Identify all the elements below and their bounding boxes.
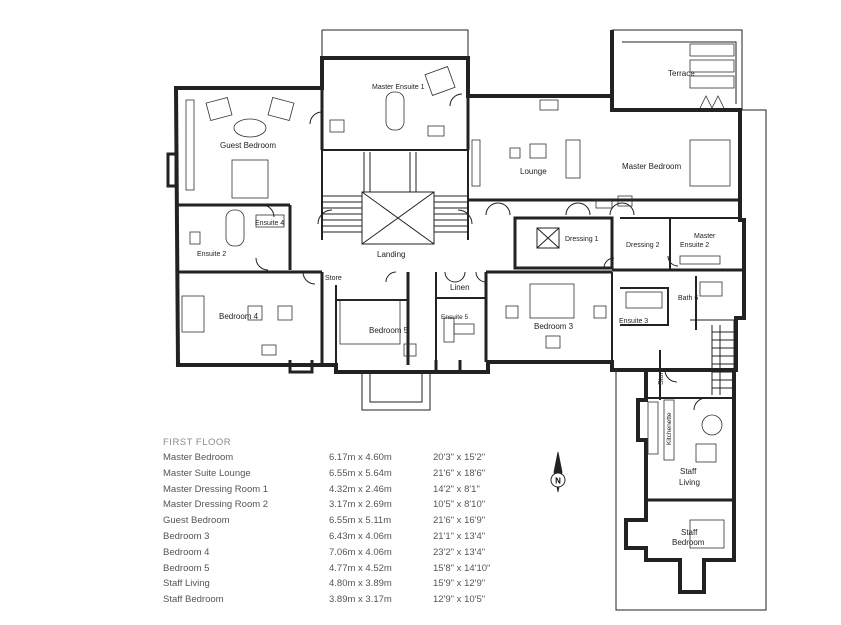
room-label-staff-bedroom-line1: Staff xyxy=(681,528,698,537)
room-name: Bedroom 3 xyxy=(163,530,210,542)
room-metric: 3.17m x 2.69m xyxy=(329,499,392,511)
room-label-master-ensuite-1: Master Ensuite 1 xyxy=(372,84,425,91)
room-name: Master Bedroom xyxy=(163,452,234,463)
room-label-dressing-1: Dressing 1 xyxy=(565,236,599,243)
room-metric: 6.43m x 4.06m xyxy=(329,530,392,542)
room-name: Guest Bedroom xyxy=(163,515,230,527)
schedule-row: Master Bedroom 6.17m x 4.60m 20'3" x 15'2" xyxy=(163,452,503,468)
compass-label: N xyxy=(555,477,561,486)
room-labels: Master Ensuite 1 Terrace Guest Bedroom L… xyxy=(197,69,716,547)
room-imperial: 14'2" x 8'1" xyxy=(433,483,480,495)
room-label-ensuite-5: Ensuite 5 xyxy=(441,314,468,321)
room-imperial: 21'6" x 18'6" xyxy=(433,467,486,479)
room-imperial: 21'6" x 16'9" xyxy=(433,515,486,527)
room-name: Staff Bedroom xyxy=(163,594,224,606)
room-imperial: 23'2" x 13'4" xyxy=(433,546,486,558)
room-label-landing: Landing xyxy=(377,250,405,259)
room-label-staff-living-line1: Staff xyxy=(680,467,697,476)
plan-outlines xyxy=(166,29,767,611)
schedule-row: Master Dressing Room 2 3.17m x 2.69m 10'5"… xyxy=(163,499,503,515)
room-label-master-ensuite-2-line2: Ensuite 2 xyxy=(680,242,709,249)
room-imperial: 12'9" x 10'5" xyxy=(433,594,486,606)
room-name: Master Dressing Room 1 xyxy=(163,483,269,495)
room-label-guest-bedroom: Guest Bedroom xyxy=(220,141,276,150)
room-label-master-ensuite-2-line1: Master xyxy=(694,233,716,240)
room-metric: 6.55m x 5.11m xyxy=(329,515,392,527)
schedule-row: Bedroom 5 4.77m x 4.52m 15'8" x 14'10" xyxy=(163,563,503,579)
room-label-bedroom-3: Bedroom 3 xyxy=(534,322,574,331)
room-label-master-bedroom: Master Bedroom xyxy=(622,162,681,171)
schedule-row: Staff Bedroom 3.89m x 3.17m 12'9" x 10'5" xyxy=(163,594,503,610)
room-label-ensuite-3: Ensuite 3 xyxy=(619,318,648,325)
room-name: Staff Living xyxy=(163,578,210,590)
schedule-row: Staff Living 4.80m x 3.89m 15'9" x 12'9" xyxy=(163,578,503,594)
room-imperial: 15'8" x 14'10" xyxy=(433,562,491,574)
room-label-lounge: Lounge xyxy=(520,167,547,176)
room-imperial: 21'1" x 13'4" xyxy=(433,530,486,542)
room-metric: 4.77m x 4.52m xyxy=(329,562,392,574)
room-label-store: Store xyxy=(325,275,342,282)
room-imperial: 20'3" x 15'2" xyxy=(433,452,486,463)
room-imperial: 15'9" x 12'9" xyxy=(433,578,486,590)
schedule-row: Bedroom 3 6.43m x 4.06m 21'1" x 13'4" xyxy=(163,531,503,547)
room-label-bedroom-4: Bedroom 4 xyxy=(219,312,259,321)
room-name: Master Suite Lounge xyxy=(163,467,251,479)
room-metric: 6.17m x 4.60m xyxy=(329,452,392,463)
schedule-row: Bedroom 4 7.06m x 4.06m 23'2" x 13'4" xyxy=(163,547,503,563)
room-label-bedroom-5: Bedroom 5 xyxy=(369,326,409,335)
room-metric: 4.80m x 3.89m xyxy=(329,578,392,590)
schedule-row: Master Suite Lounge 6.55m x 5.64m 21'6" x … xyxy=(163,468,503,484)
furniture xyxy=(181,43,735,549)
room-label-terrace: Terrace xyxy=(668,69,695,78)
schedule-row: Guest Bedroom 6.55m x 5.11m 21'6" x 16'9" xyxy=(163,515,503,531)
room-metric: 7.06m x 4.06m xyxy=(329,546,392,558)
room-imperial: 10'5" x 8'10" xyxy=(433,499,486,511)
room-label-staff-living-line2: Living xyxy=(679,478,700,487)
room-label-bath-6: Bath 6 xyxy=(678,295,698,302)
room-name: Bedroom 4 xyxy=(163,546,210,558)
schedule-row: Master Dressing Room 1 4.32m x 2.46m 14'2"… xyxy=(163,484,503,500)
schedule-title: FIRST FLOOR xyxy=(163,437,232,448)
north-arrow-icon: N xyxy=(550,451,566,493)
room-label-ensuite-2: Ensuite 2 xyxy=(197,251,226,258)
room-schedule: FIRST FLOOR Master Bedroom 6.17m x 4.60m 2… xyxy=(163,437,503,610)
room-name: Master Dressing Room 2 xyxy=(163,499,269,511)
room-metric: 6.55m x 5.64m xyxy=(329,467,392,479)
room-name: Bedroom 5 xyxy=(163,562,210,574)
room-label-staff-bedroom-line2: Bedroom xyxy=(672,538,705,547)
room-label-linen: Linen xyxy=(450,283,470,292)
room-label-dressing-2: Dressing 2 xyxy=(626,242,660,249)
room-metric: 4.32m x 2.46m xyxy=(329,483,392,495)
room-label-ensuite-4: Ensuite 4 xyxy=(255,220,284,227)
room-metric: 3.89m x 3.17m xyxy=(329,594,392,606)
room-label-store-staff: Store xyxy=(658,368,665,385)
room-label-kitchenette: Kitchenette xyxy=(666,412,673,445)
